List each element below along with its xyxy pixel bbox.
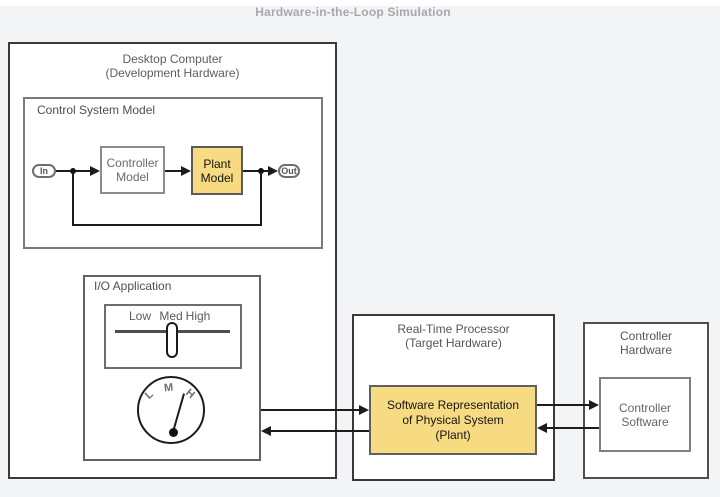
rtp-title-line2: (Target Hardware) — [405, 336, 502, 350]
desktop-computer-title: Desktop Computer (Development Hardware) — [8, 52, 337, 80]
top-strip — [0, 0, 720, 6]
desktop-title-line2: (Development Hardware) — [105, 66, 240, 80]
plant-model-line1: Plant — [203, 156, 231, 171]
arrowhead-into-plant-sw-right — [537, 423, 547, 433]
controller-software-line2: Software — [621, 414, 669, 429]
slider-knob — [166, 322, 178, 358]
plant-software-block: Software Representation of Physical Syst… — [369, 385, 537, 455]
controller-hardware-title: Controller Hardware — [583, 329, 709, 357]
in-port: In — [32, 164, 56, 178]
slider-label-high: High — [185, 309, 211, 323]
feedback-line-up — [72, 172, 74, 225]
branch-dot-left — [70, 168, 76, 174]
plant-software-line3: (Plant) — [435, 427, 471, 442]
gauge-label-m: M — [163, 381, 174, 395]
signal-line-plant-sw-to-controller — [537, 404, 590, 406]
diagram-title: Hardware-in-the-Loop Simulation — [255, 5, 451, 19]
controller-software-line1: Controller — [618, 400, 672, 415]
signal-line-io-to-plant-sw — [261, 409, 360, 411]
out-port: Out — [278, 164, 300, 178]
signal-line-plant-to-out — [243, 170, 268, 172]
control-system-model-label: Control System Model — [37, 103, 156, 117]
gauge-hub-dot — [169, 428, 178, 437]
feedback-line-down — [260, 172, 262, 225]
controller-model-line2: Model — [116, 170, 149, 184]
slider-label-low: Low — [128, 309, 152, 323]
controller-hardware-line1: Controller — [619, 329, 673, 343]
out-port-label: Out — [281, 166, 297, 176]
rtp-title: Real-Time Processor (Target Hardware) — [352, 322, 555, 350]
controller-hardware-line2: Hardware — [619, 343, 673, 357]
arrowhead-into-io-app — [261, 426, 271, 436]
controller-model-line1: Controller — [106, 156, 159, 170]
arrowhead-into-controller-model — [90, 166, 100, 176]
signal-line-controller-to-plant-sw — [546, 427, 599, 429]
rtp-title-line1: Real-Time Processor — [397, 322, 510, 336]
signal-line-controller-to-plant — [165, 170, 181, 172]
controller-software-block: Controller Software — [599, 377, 691, 452]
plant-model-line2: Model — [200, 170, 234, 185]
desktop-title-line1: Desktop Computer — [122, 52, 223, 66]
plant-software-line1: Software Representation — [386, 397, 520, 412]
controller-model-block: Controller Model — [100, 146, 165, 194]
signal-line-plant-sw-to-io — [270, 430, 369, 432]
arrowhead-into-out-port — [268, 166, 278, 176]
in-port-label: In — [40, 166, 48, 176]
io-application-label: I/O Application — [94, 279, 172, 293]
arrowhead-into-plant-model — [181, 166, 191, 176]
arrowhead-into-controller-software — [589, 400, 599, 410]
arrowhead-into-plant-sw-left — [359, 405, 369, 415]
plant-model-block: Plant Model — [191, 146, 243, 195]
feedback-line-bottom — [72, 224, 262, 226]
branch-dot-right — [258, 168, 264, 174]
plant-software-line2: of Physical System — [402, 412, 504, 427]
slider-label-med: Med — [159, 309, 183, 323]
